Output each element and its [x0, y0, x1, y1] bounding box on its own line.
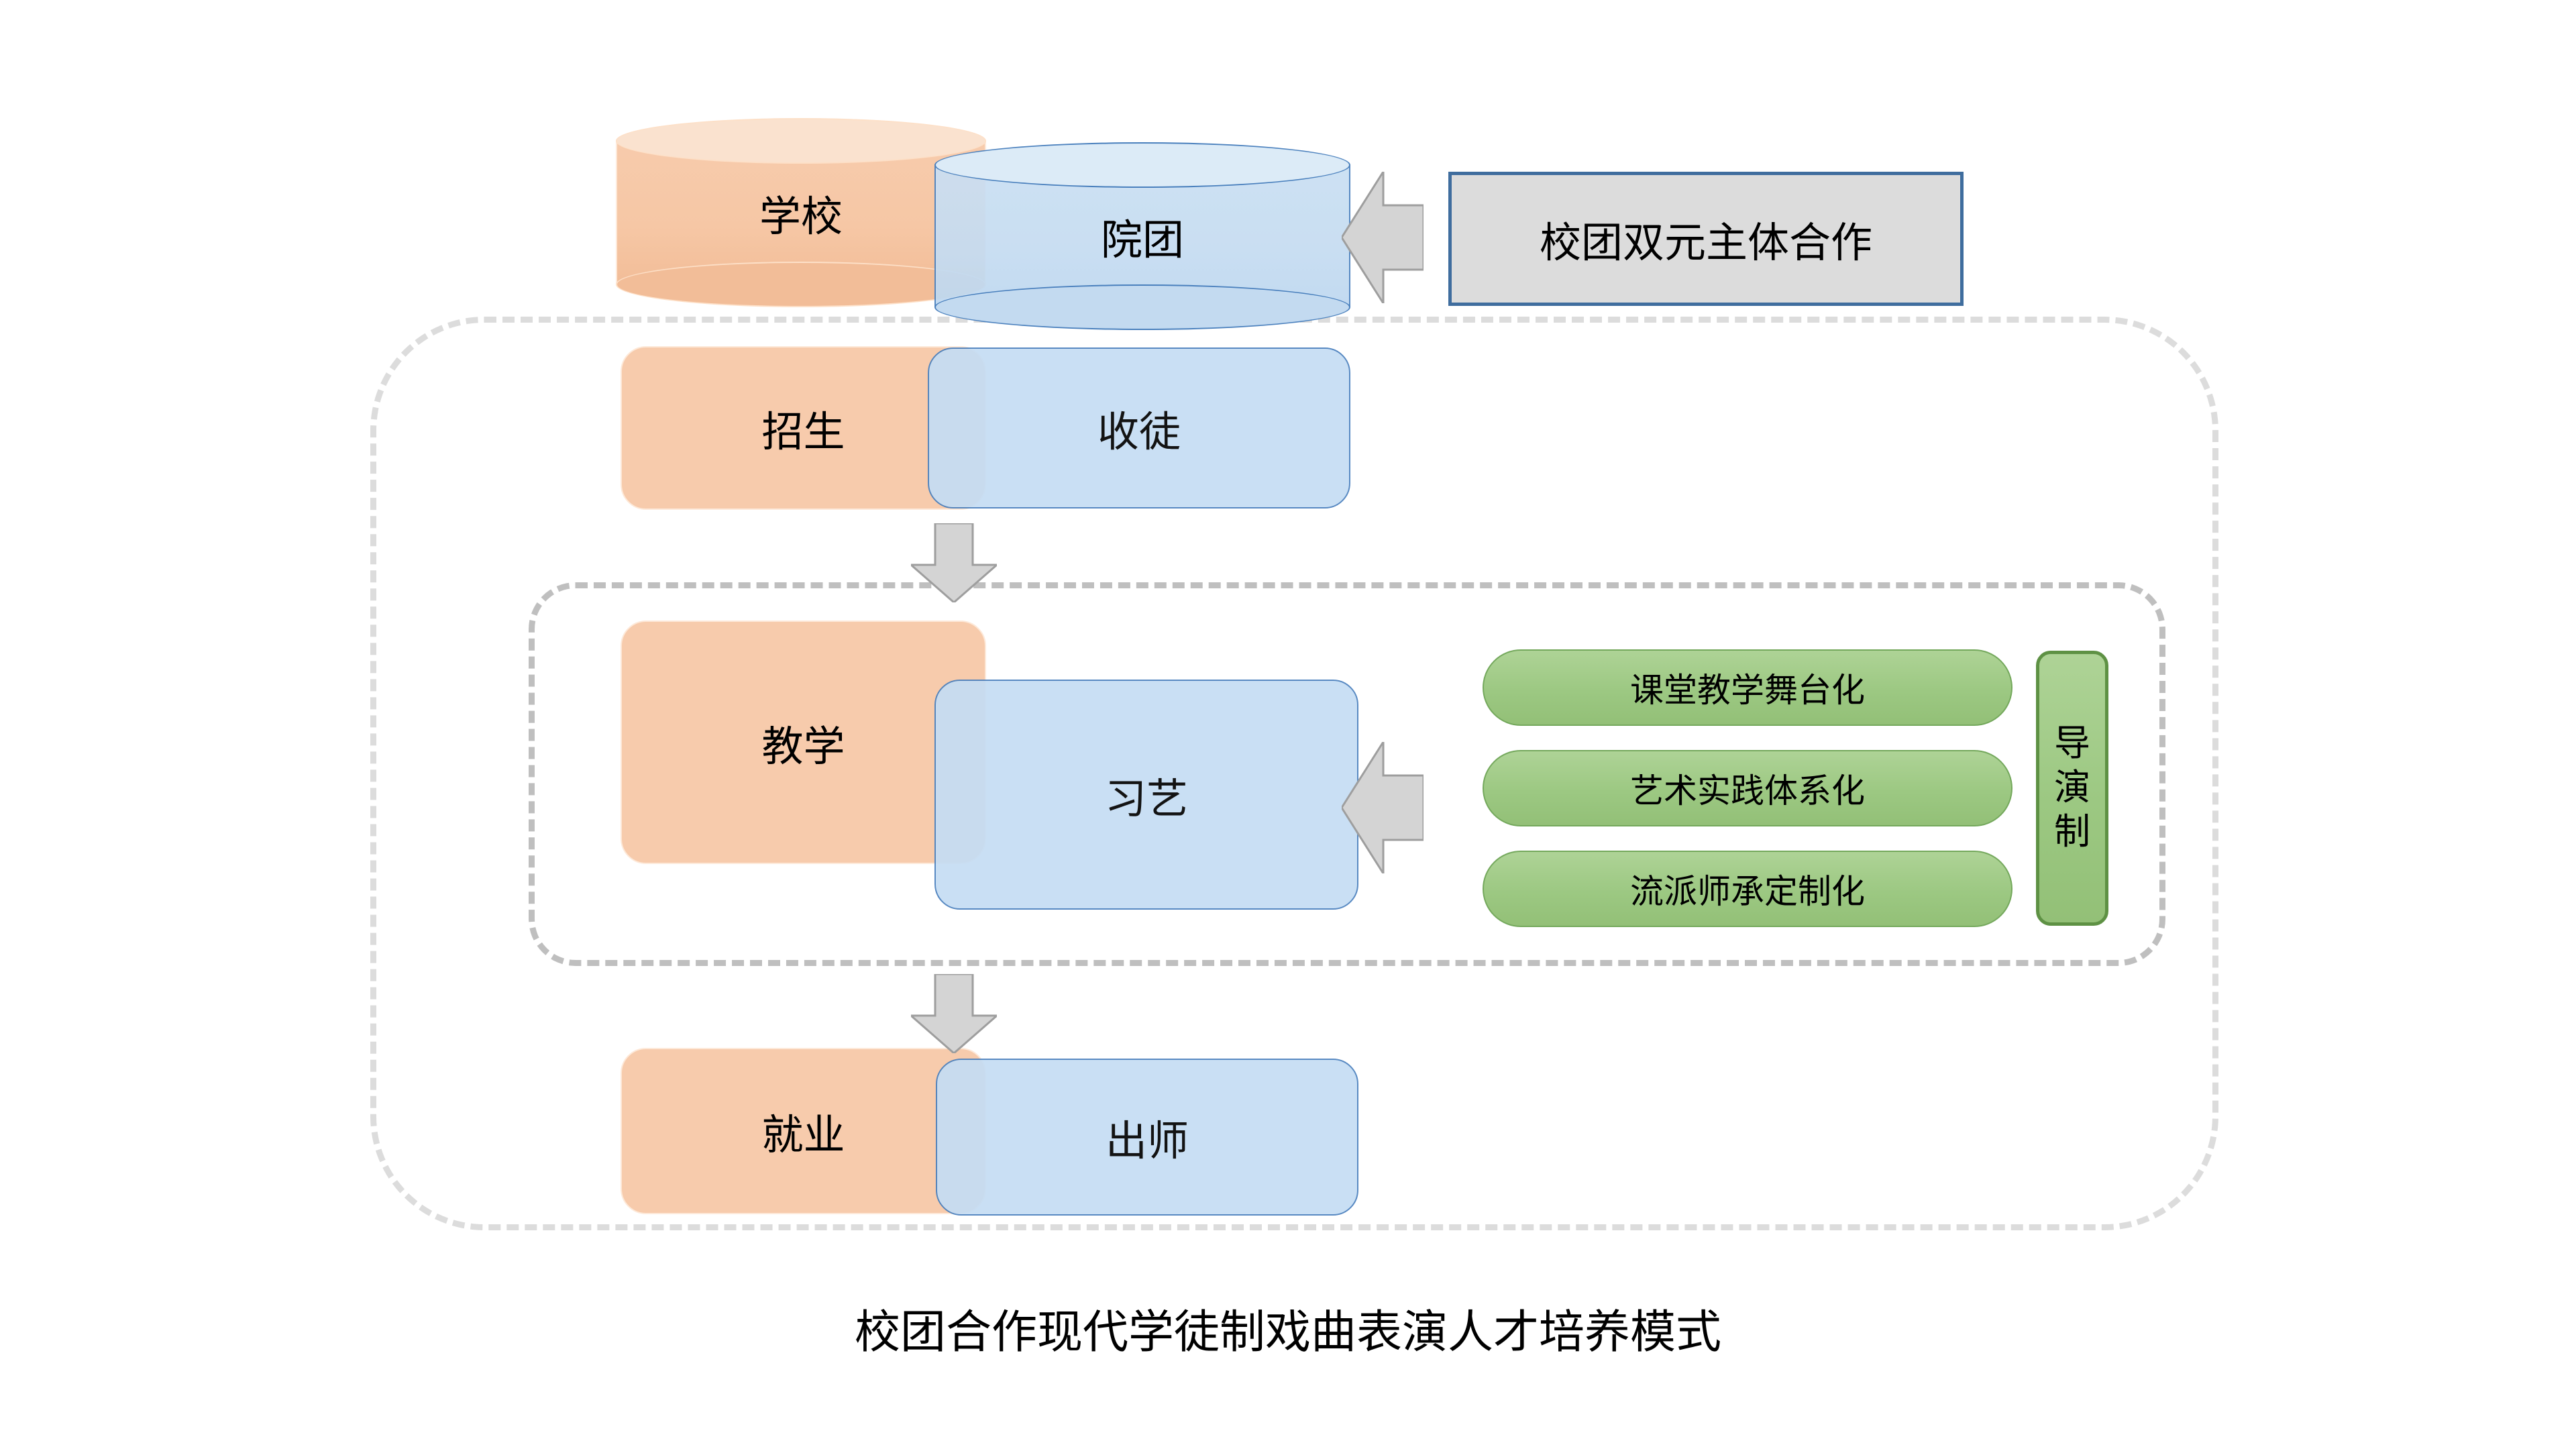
box-troupe-practice-label: 习艺: [1104, 775, 1188, 822]
callout-box-dual-subject-cooperation[interactable]: 校团双元主体合作: [1448, 172, 1964, 306]
box-director-system-char-3: 制: [2054, 811, 2090, 852]
cylinder-school[interactable]: 学校: [616, 118, 986, 307]
left-arrow-icon-methods: [1342, 742, 1424, 873]
cylinder-troupe-bottom: [934, 284, 1350, 330]
pill-method-2[interactable]: 艺术实践体系化: [1483, 750, 2012, 826]
box-school-enrollment[interactable]: 招生: [621, 346, 986, 510]
box-troupe-practice[interactable]: 习艺: [934, 680, 1358, 910]
diagram-caption: 校团合作现代学徒制戏曲表演人才培养模式: [854, 1307, 1721, 1358]
box-school-teaching-label: 教学: [761, 723, 845, 770]
cylinder-troupe-top: [934, 142, 1350, 188]
box-troupe-graduation-label: 出师: [1105, 1118, 1189, 1165]
box-director-system-char-1: 导: [2054, 723, 2090, 764]
box-school-employment[interactable]: 就业: [621, 1048, 986, 1214]
down-arrow-icon-enrollment-to-teaching: [911, 523, 997, 602]
pill-method-1-label: 课堂教学舞台化: [1630, 672, 1865, 709]
cylinder-school-top: [616, 118, 986, 164]
pill-method-3[interactable]: 流派师承定制化: [1483, 851, 2012, 927]
box-school-enrollment-label: 招生: [761, 409, 845, 455]
box-school-teaching[interactable]: 教学: [621, 621, 986, 864]
cylinder-school-body: [616, 141, 986, 284]
pill-method-1[interactable]: 课堂教学舞台化: [1483, 649, 2012, 726]
left-arrow-icon-callout: [1342, 172, 1424, 303]
box-director-system[interactable]: 导 演 制: [2036, 651, 2108, 926]
box-school-employment-label: 就业: [761, 1112, 845, 1159]
callout-label: 校团双元主体合作: [1539, 220, 1872, 266]
box-troupe-enrollment-label: 收徒: [1097, 409, 1181, 455]
down-arrow-icon-teaching-to-employment: [911, 974, 997, 1053]
pill-method-2-label: 艺术实践体系化: [1630, 772, 1865, 810]
cylinder-troupe-label: 院团: [1100, 217, 1184, 264]
cylinder-troupe-body: [934, 165, 1350, 307]
box-director-system-char-2: 演: [2054, 767, 2090, 808]
box-troupe-graduation[interactable]: 出师: [936, 1059, 1358, 1216]
pill-method-3-label: 流派师承定制化: [1630, 873, 1865, 910]
cylinder-school-bottom: [616, 262, 986, 307]
cylinder-troupe[interactable]: 院团: [934, 142, 1350, 330]
box-troupe-enrollment[interactable]: 收徒: [928, 347, 1350, 508]
inner-dashed-container: [529, 582, 2165, 966]
cylinder-school-label: 学校: [759, 194, 843, 240]
